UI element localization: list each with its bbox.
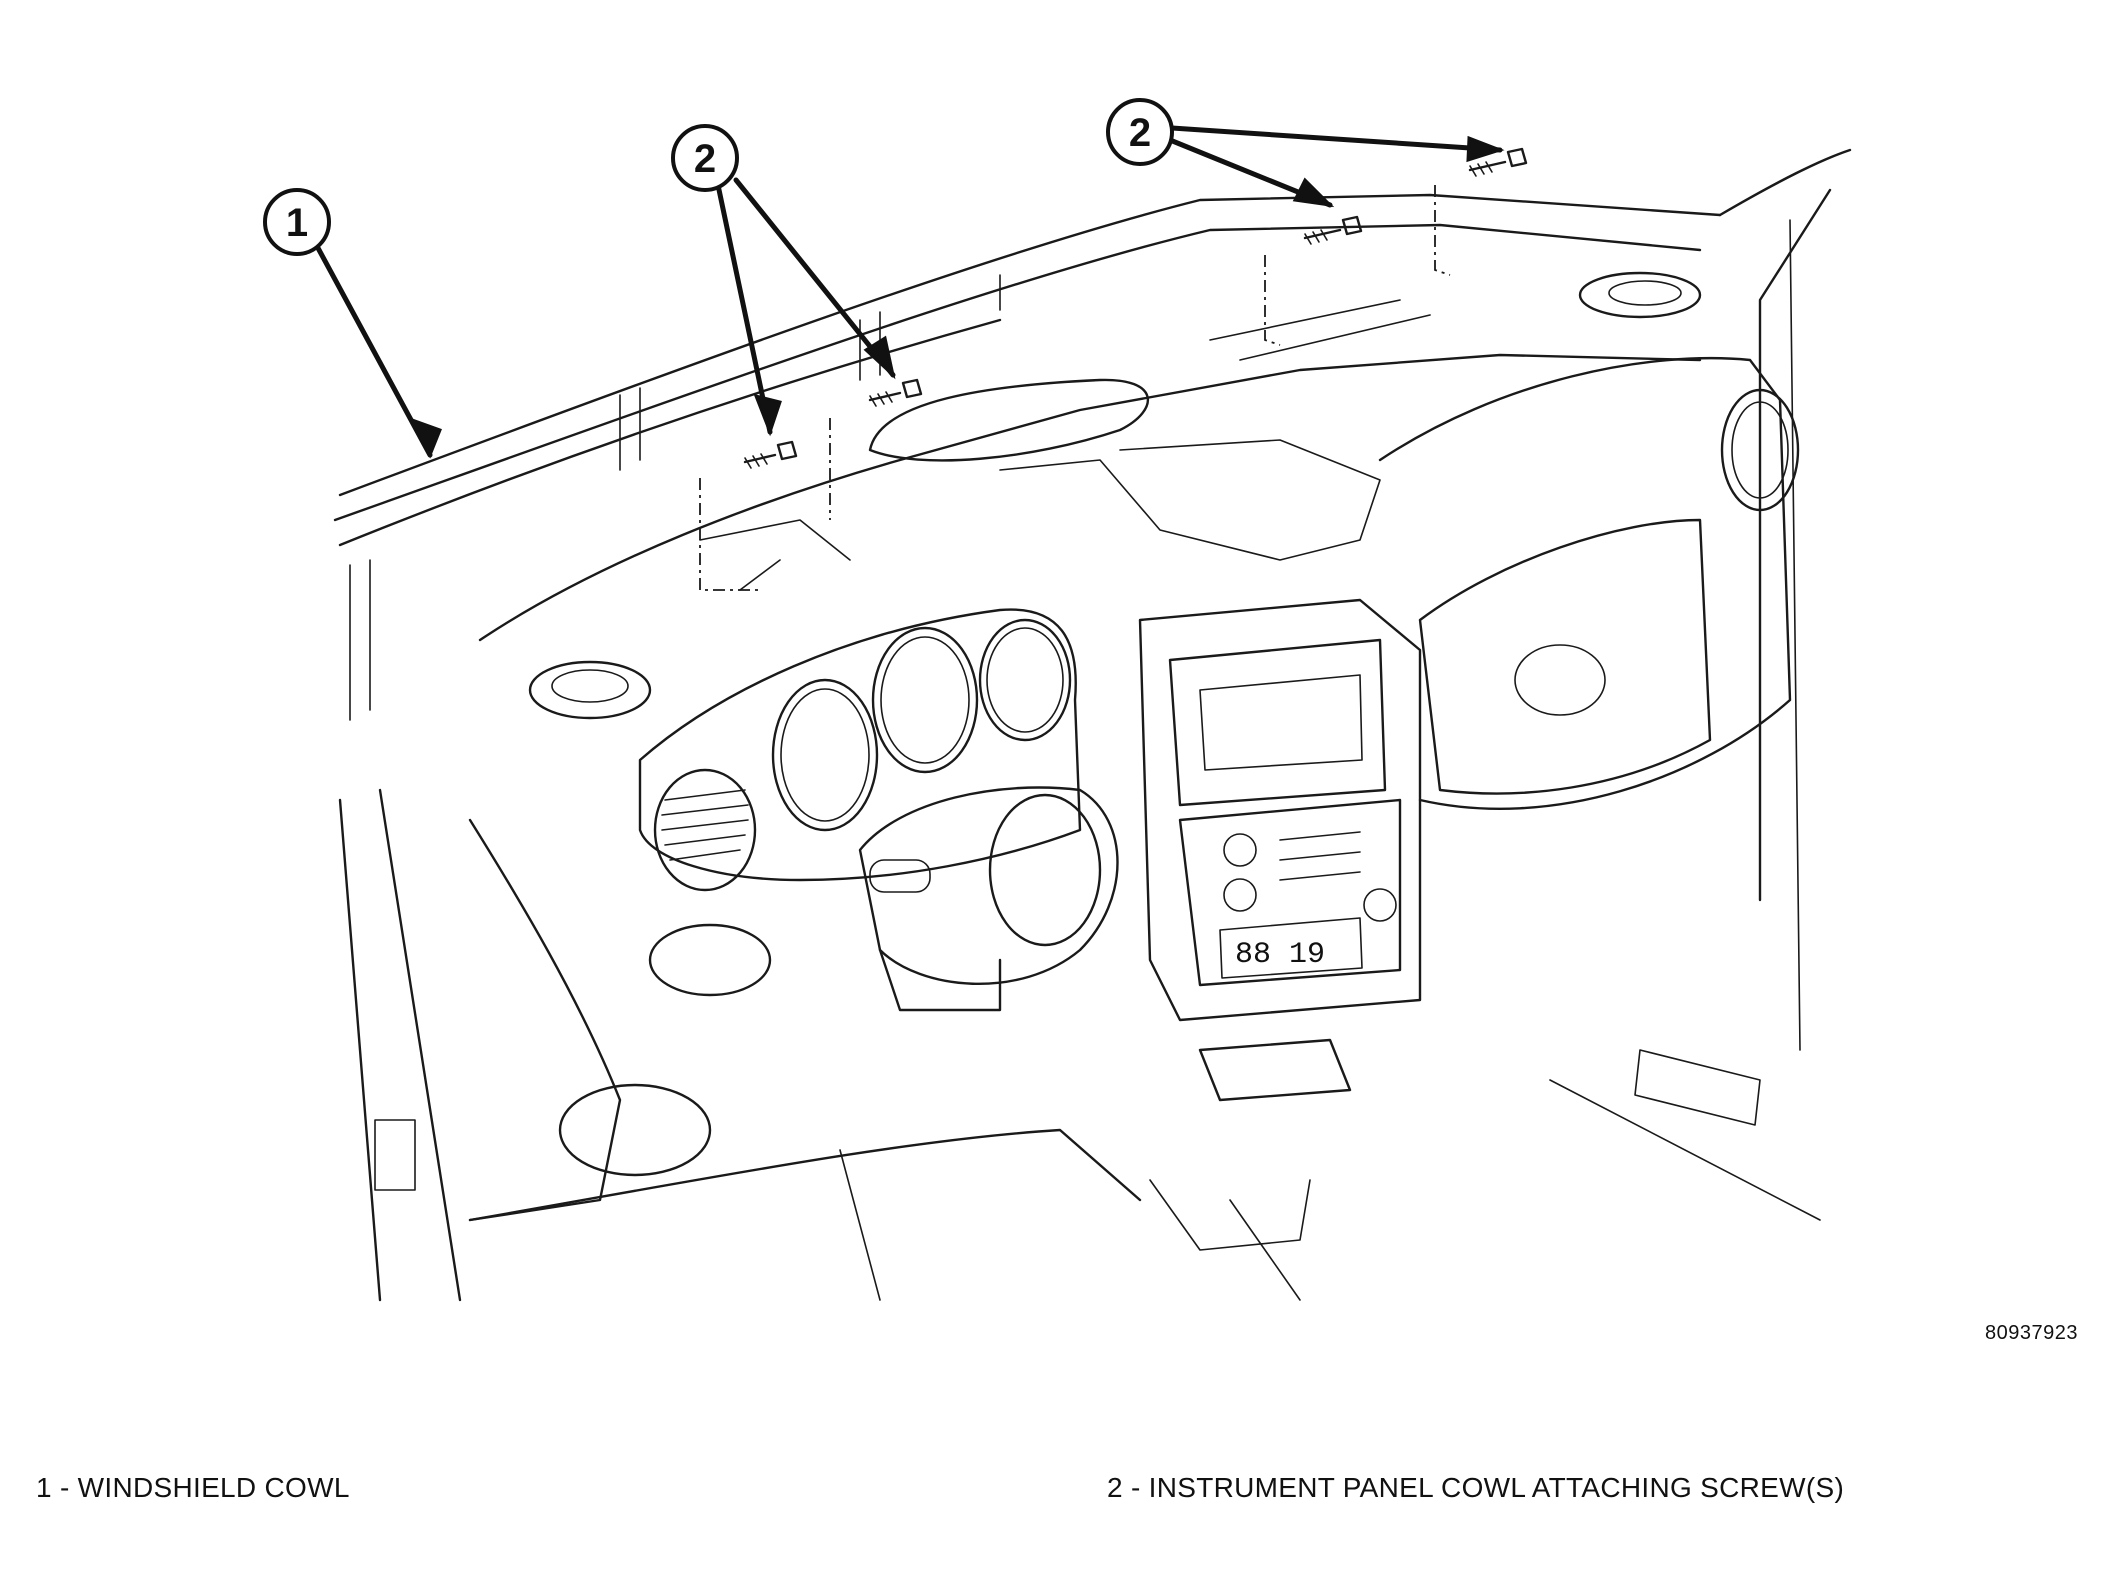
glove-box bbox=[1378, 357, 1792, 810]
right-dash-speaker bbox=[1578, 271, 1702, 319]
screw-left-1 bbox=[699, 440, 798, 591]
right-air-vent bbox=[1720, 388, 1800, 512]
callout-2-right-number: 2 bbox=[1129, 111, 1151, 155]
figure-id: 80937923 bbox=[1985, 1322, 2078, 1344]
left-dash-speaker bbox=[528, 660, 652, 720]
instrument-cluster bbox=[638, 608, 1082, 882]
radio-display: 88 19 bbox=[1235, 938, 1325, 972]
legend-item-attaching-screws: 2 - INSTRUMENT PANEL COWL ATTACHING SCRE… bbox=[1107, 1472, 1845, 1503]
windshield-cowl bbox=[333, 148, 1852, 1051]
legend-item-windshield-cowl: 1 - WINDSHIELD COWL bbox=[36, 1472, 350, 1503]
callout-2-left: 2 bbox=[671, 124, 896, 437]
callout-2-left-number: 2 bbox=[694, 137, 716, 181]
left-air-vent bbox=[653, 768, 757, 892]
screw-left-2 bbox=[829, 378, 923, 520]
lower-dash bbox=[338, 788, 1821, 1302]
callout-1: 1 bbox=[263, 188, 442, 459]
callout-1-number: 1 bbox=[286, 201, 308, 245]
steering-column bbox=[858, 786, 1119, 1012]
callout-2-right: 2 bbox=[1106, 98, 1505, 208]
dash-top-tray bbox=[478, 299, 1702, 642]
screw-right-2 bbox=[1434, 147, 1528, 276]
screw-right-1 bbox=[1264, 215, 1363, 346]
center-stack: 88 19 bbox=[1138, 598, 1422, 1022]
